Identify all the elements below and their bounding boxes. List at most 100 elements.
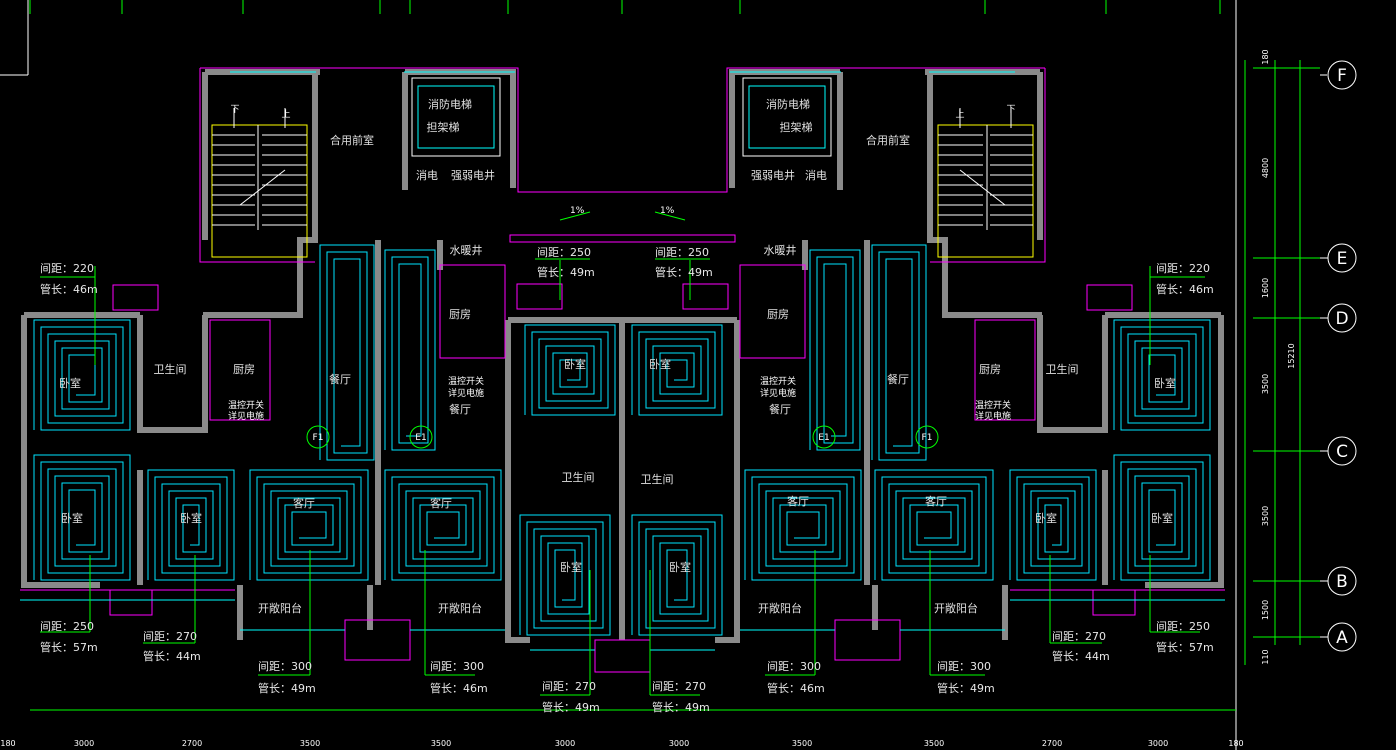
room-label: 餐厅 xyxy=(449,402,471,416)
note-line: 温控开关 xyxy=(448,375,484,387)
loop-length: 管长：57m xyxy=(1156,640,1214,654)
manifold-label: F1 xyxy=(922,433,933,443)
loop-length: 管长：49m xyxy=(937,681,995,695)
loop-spacing: 间距：300 xyxy=(258,660,312,673)
room-label: 消电 xyxy=(805,168,827,182)
heating-loop-path xyxy=(249,469,369,581)
heating-loop-path xyxy=(33,319,131,431)
loop-length: 管长：46m xyxy=(1156,282,1214,296)
elevator-left xyxy=(411,77,501,157)
room-label: 客厅 xyxy=(787,494,809,508)
loop-spacing: 间距：250 xyxy=(537,246,591,259)
heating-loop-path xyxy=(631,514,723,636)
stair-up-label: 上 xyxy=(955,109,964,120)
loop-length: 管长：46m xyxy=(767,681,825,695)
loop-length: 管长：44m xyxy=(1052,649,1110,663)
room-label: 消防电梯 xyxy=(766,97,810,111)
stair-direction-labels: 下 上 上 下 xyxy=(230,105,1015,120)
heating-loop-path xyxy=(874,469,994,581)
dim-h-4: 3500 xyxy=(300,739,320,748)
room-label: 卧室 xyxy=(61,511,83,525)
room-labels: 合用前室 合用前室 消防电梯 担架梯 消防电梯 担架梯 消电 强弱电井 强弱电井… xyxy=(59,97,1176,615)
room-label: 卧室 xyxy=(649,357,671,371)
dim-h-11: 3000 xyxy=(1148,739,1168,748)
dim-h-9: 3500 xyxy=(924,739,944,748)
heating-loop-path xyxy=(524,324,616,416)
loop-spacing: 间距：270 xyxy=(652,680,706,693)
note-line: 详见电施 xyxy=(448,387,484,399)
loop-spacing: 间距：300 xyxy=(767,660,821,673)
room-label: 卧室 xyxy=(1035,511,1057,525)
vertical-dimensions: 180 4800 1600 3500 3500 1500 110 15210 xyxy=(1261,49,1296,664)
heating-loop-path xyxy=(384,469,502,581)
room-label: 担架梯 xyxy=(780,120,813,134)
drawing-frame xyxy=(0,0,1237,750)
room-label: 卧室 xyxy=(180,511,202,525)
manifold-label: E1 xyxy=(818,433,829,443)
heating-loops xyxy=(33,244,1211,636)
room-label: 消防电梯 xyxy=(428,97,472,111)
heating-loop-path xyxy=(871,244,927,461)
room-label: 客厅 xyxy=(430,496,452,510)
stair-up-label: 上 xyxy=(281,109,290,120)
loop-spacing: 间距：220 xyxy=(1156,262,1210,275)
room-label: 餐厅 xyxy=(887,372,909,386)
dim-h-6: 3000 xyxy=(555,739,575,748)
loop-length: 管长：57m xyxy=(40,640,98,654)
room-label: 开敞阳台 xyxy=(258,601,302,615)
note-line: 详见电施 xyxy=(228,410,264,422)
room-label: 卫生间 xyxy=(154,362,187,376)
dim-h-12: 180 xyxy=(1228,739,1243,748)
loop-length: 管长：49m xyxy=(652,700,710,714)
dim-v-4: 3500 xyxy=(1261,374,1270,394)
room-label: 开敞阳台 xyxy=(438,601,482,615)
cyan-windows xyxy=(20,71,1225,651)
room-label: 卧室 xyxy=(59,376,81,390)
top-tick-marks xyxy=(29,0,1221,14)
room-label: 合用前室 xyxy=(866,133,910,147)
room-label: 强弱电井 xyxy=(751,168,795,182)
stair-down-label: 下 xyxy=(1006,105,1015,115)
room-label: 卧室 xyxy=(1151,511,1173,525)
note-line: 详见电施 xyxy=(760,387,796,399)
dim-h-1: 180 xyxy=(0,739,15,748)
dim-v-3: 1600 xyxy=(1261,278,1270,298)
axis-grid xyxy=(1244,60,1357,665)
axis-label-c: C xyxy=(1336,442,1348,462)
loop-length: 管长：49m xyxy=(258,681,316,695)
loop-length: 管长：49m xyxy=(537,265,595,279)
room-label: 合用前室 xyxy=(330,133,374,147)
loop-length: 管长：49m xyxy=(655,265,713,279)
room-label: 卧室 xyxy=(560,560,582,574)
heating-loop-path xyxy=(147,469,235,581)
loop-spacing: 间距：270 xyxy=(143,630,197,643)
heating-loop-path xyxy=(33,454,131,581)
bottom-dimensions: 180 3000 2700 3500 3500 3000 3000 3500 3… xyxy=(0,739,1243,748)
loop-length: 管长：46m xyxy=(40,282,98,296)
room-label: 厨房 xyxy=(449,308,471,321)
room-label: 厨房 xyxy=(767,308,789,321)
axis-label-f: F xyxy=(1337,66,1347,86)
room-label: 消电 xyxy=(416,168,438,182)
room-label: 厨房 xyxy=(233,363,255,376)
dim-v-5: 3500 xyxy=(1261,506,1270,526)
heating-loop-path xyxy=(631,324,723,416)
heating-loop-path xyxy=(1113,454,1211,581)
note-line: 温控开关 xyxy=(228,399,264,411)
room-label: 开敞阳台 xyxy=(758,601,802,615)
dim-v-1: 180 xyxy=(1261,49,1270,64)
loop-spacing: 间距：270 xyxy=(1052,630,1106,643)
note-line: 温控开关 xyxy=(760,375,796,387)
magenta-outlines xyxy=(20,67,1225,673)
heating-loop-path xyxy=(1113,319,1211,431)
stair-right xyxy=(937,108,1034,258)
slope-label: 1% xyxy=(660,206,675,216)
room-label: 水暖井 xyxy=(764,243,797,257)
axis-label-a: A xyxy=(1336,628,1348,648)
room-label: 客厅 xyxy=(925,494,947,508)
heating-loop-path xyxy=(744,469,862,581)
room-label: 卫生间 xyxy=(562,470,595,484)
loop-spacing: 间距：250 xyxy=(40,620,94,633)
manifold-label: E1 xyxy=(415,433,426,443)
